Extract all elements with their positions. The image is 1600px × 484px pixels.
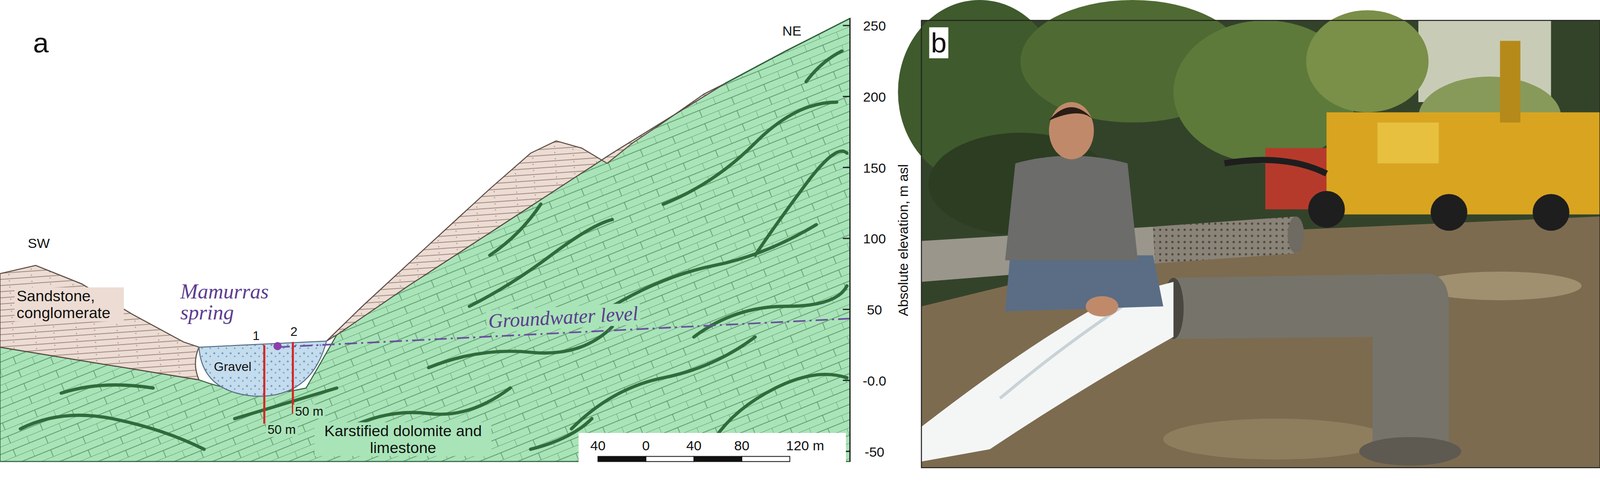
karst-channels bbox=[20, 50, 847, 449]
scale-bar-part bbox=[741, 456, 790, 462]
karst-channels-part bbox=[612, 224, 817, 306]
limestone-surface bbox=[724, 18, 851, 84]
spring-dot bbox=[273, 341, 282, 351]
cross-section bbox=[0, 18, 851, 461]
photo-illustration-part bbox=[1359, 436, 1462, 466]
elevation-tick-label: 150 bbox=[863, 159, 887, 175]
depth-label: 50 m bbox=[265, 422, 298, 437]
photo-illustration-part bbox=[1287, 216, 1305, 254]
well-1 bbox=[263, 344, 265, 424]
panel-letter: b bbox=[929, 27, 949, 59]
scale-label: 120 m bbox=[786, 437, 825, 453]
sandstone-right bbox=[326, 83, 725, 342]
elevation-tick-label: -0.0 bbox=[862, 372, 887, 388]
karst-channels-part bbox=[714, 374, 847, 439]
scale-label: 40 bbox=[686, 437, 702, 453]
photo-illustration-part bbox=[1224, 159, 1327, 174]
elevation-tick-label: 100 bbox=[863, 230, 887, 246]
photo-illustration-part bbox=[1532, 193, 1570, 231]
elevation-axis-part bbox=[849, 18, 851, 461]
karst-channels-part bbox=[20, 414, 204, 449]
photo-illustration-part bbox=[999, 305, 1123, 398]
karst-channels-part bbox=[805, 50, 842, 82]
scale-bar-part bbox=[597, 456, 646, 462]
scale-bar bbox=[578, 432, 846, 466]
elevation-axis-part bbox=[842, 25, 851, 27]
panel-letter: a bbox=[30, 27, 51, 59]
photo-illustration bbox=[897, 0, 1600, 468]
depth-label: 50 m bbox=[293, 404, 326, 419]
limestone-body bbox=[0, 18, 851, 461]
scale-bar-part bbox=[646, 456, 694, 462]
photo-illustration-part bbox=[1004, 254, 1163, 311]
photo-illustration-part bbox=[1499, 40, 1521, 123]
photo-illustration-part bbox=[1377, 122, 1439, 164]
axis-title: Absolute elevation, m asl bbox=[895, 163, 911, 316]
karst-channels-part bbox=[663, 101, 837, 204]
well-2 bbox=[291, 341, 294, 414]
scale-label: 40 bbox=[590, 437, 606, 453]
photo-illustration-part bbox=[1163, 418, 1388, 460]
karst-channels-part bbox=[61, 384, 153, 393]
well-number: 1 bbox=[252, 328, 260, 343]
sandstone-left bbox=[0, 265, 199, 380]
photo-illustration-part bbox=[1306, 10, 1429, 113]
well-number: 2 bbox=[288, 324, 300, 339]
elevation-axis bbox=[842, 18, 851, 461]
elevation-tick-label: 200 bbox=[863, 88, 887, 104]
photo-illustration-part bbox=[1004, 155, 1138, 261]
photo-illustration-part bbox=[1085, 295, 1119, 317]
elevation-tick-label: 50 bbox=[866, 301, 882, 317]
photo-illustration-part bbox=[1049, 101, 1095, 159]
photo-illustration-part bbox=[1152, 216, 1298, 264]
photo-illustration-part bbox=[1173, 273, 1449, 449]
scale-bar-part bbox=[693, 456, 742, 462]
elevation-tick-label: -50 bbox=[864, 443, 885, 459]
elevation-axis-part bbox=[842, 95, 851, 97]
elevation-axis-part bbox=[842, 166, 851, 169]
photo-illustration-part bbox=[1430, 193, 1468, 231]
direction-label: SW bbox=[27, 235, 50, 251]
panel-b-frame bbox=[921, 20, 1600, 468]
elevation-axis-part bbox=[842, 379, 851, 381]
spring-name: Mamurras spring bbox=[180, 280, 286, 323]
photo-illustration-part bbox=[1308, 190, 1346, 228]
rock-unit-label: Karstified dolomite and limestone bbox=[314, 421, 492, 456]
elevation-axis-part bbox=[842, 308, 851, 311]
groundwater-label: Groundwater level bbox=[485, 302, 641, 333]
karst-channels-part bbox=[428, 326, 612, 368]
scale-label: 0 bbox=[642, 437, 650, 453]
elevation-tick-label: 250 bbox=[863, 18, 887, 34]
scale-label: 80 bbox=[734, 437, 750, 453]
gravel-label: Gravel bbox=[212, 359, 254, 374]
direction-label: NE bbox=[780, 23, 804, 39]
elevation-axis-part bbox=[842, 237, 851, 240]
rock-unit-label: Sandstone, conglomerate bbox=[14, 286, 124, 322]
karst-channels-part bbox=[571, 336, 755, 429]
scale-bar-part bbox=[578, 432, 846, 466]
gravel-lens bbox=[198, 340, 327, 396]
photo-illustration-part bbox=[1049, 107, 1095, 121]
karst-channels-part bbox=[754, 151, 847, 256]
karst-channels-part bbox=[693, 285, 847, 337]
